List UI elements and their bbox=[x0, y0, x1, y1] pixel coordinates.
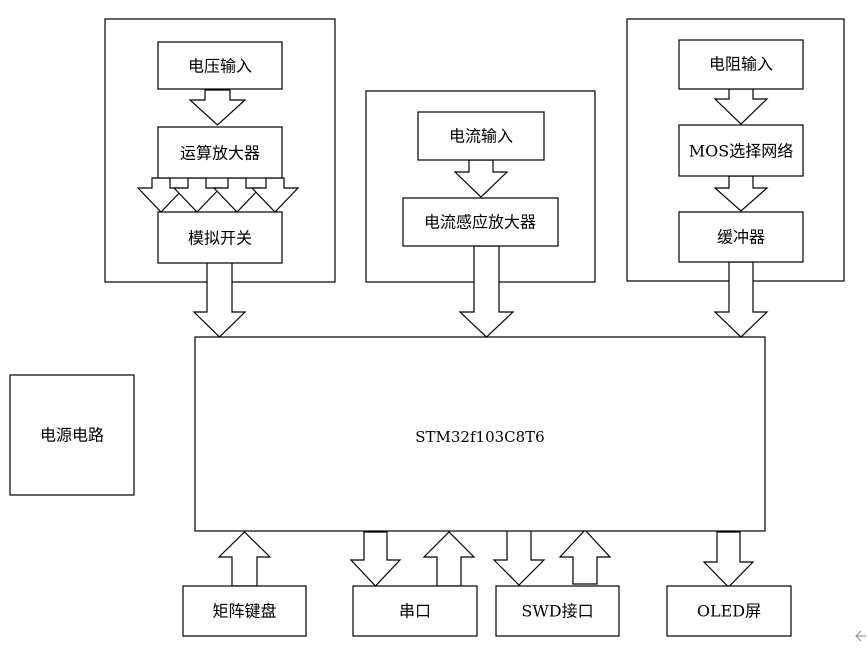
matrix-keyboard-box bbox=[182, 585, 307, 637]
buffer-label: 缓冲器 bbox=[717, 228, 765, 247]
power-circuit-box bbox=[9, 374, 135, 496]
opamp-to-switch-arrow-1 bbox=[136, 177, 186, 213]
serial-port-label: 串口 bbox=[399, 602, 431, 621]
serial-to-mcu-arrow bbox=[422, 531, 476, 587]
voltage-input-box bbox=[157, 41, 283, 90]
current-input-box bbox=[417, 111, 545, 161]
current-sense-amp-label: 电流感应放大器 bbox=[424, 213, 536, 232]
left-arrow-icon bbox=[855, 630, 866, 642]
op-amp-label: 运算放大器 bbox=[180, 144, 260, 163]
opamp-to-switch-arrow-4 bbox=[250, 177, 300, 213]
serial-port-box bbox=[352, 585, 478, 637]
swd-to-mcu-arrow bbox=[558, 529, 612, 585]
resistance-to-mos-arrow bbox=[713, 88, 769, 125]
oled-screen-label: OLED屏 bbox=[697, 602, 761, 621]
matrix-keyboard-label: 矩阵键盘 bbox=[212, 602, 276, 621]
oled-screen-box bbox=[666, 585, 792, 637]
analog-switch-label: 模拟开关 bbox=[188, 229, 252, 248]
resistance-input-box bbox=[678, 39, 804, 90]
op-amp-box bbox=[157, 126, 283, 179]
buffer-box bbox=[678, 211, 804, 263]
mos-network-label: MOS选择网络 bbox=[689, 142, 793, 161]
current-sense-amp-box bbox=[402, 197, 559, 247]
current-input-label: 电流输入 bbox=[449, 127, 513, 146]
switch-to-mcu-arrow bbox=[192, 261, 247, 338]
mcu-to-swd-arrow bbox=[492, 529, 546, 586]
voltage-input-label: 电压输入 bbox=[188, 57, 252, 76]
opamp-to-switch-arrow-3 bbox=[212, 177, 262, 213]
power-circuit-label: 电源电路 bbox=[40, 426, 104, 445]
keyboard-to-mcu-arrow bbox=[217, 531, 272, 587]
voltage-to-opamp-arrow bbox=[188, 89, 247, 126]
mcu-box bbox=[194, 336, 766, 532]
mcu-to-oled-arrow bbox=[702, 531, 755, 588]
current-to-amp-arrow bbox=[453, 159, 509, 198]
sense-amp-to-mcu-arrow bbox=[458, 245, 515, 338]
resistance-input-label: 电阻输入 bbox=[709, 55, 773, 74]
opamp-to-switch-arrow-2 bbox=[172, 177, 222, 213]
mcu-to-serial-arrow bbox=[349, 531, 402, 587]
buffer-to-mcu-arrow bbox=[713, 261, 769, 338]
swd-interface-box bbox=[495, 585, 620, 637]
mos-network-box bbox=[678, 124, 804, 177]
swd-interface-label: SWD接口 bbox=[521, 602, 593, 621]
mcu-label: STM32f103C8T6 bbox=[415, 428, 544, 446]
mos-to-buffer-arrow bbox=[713, 175, 769, 212]
analog-switch-box bbox=[157, 211, 283, 264]
